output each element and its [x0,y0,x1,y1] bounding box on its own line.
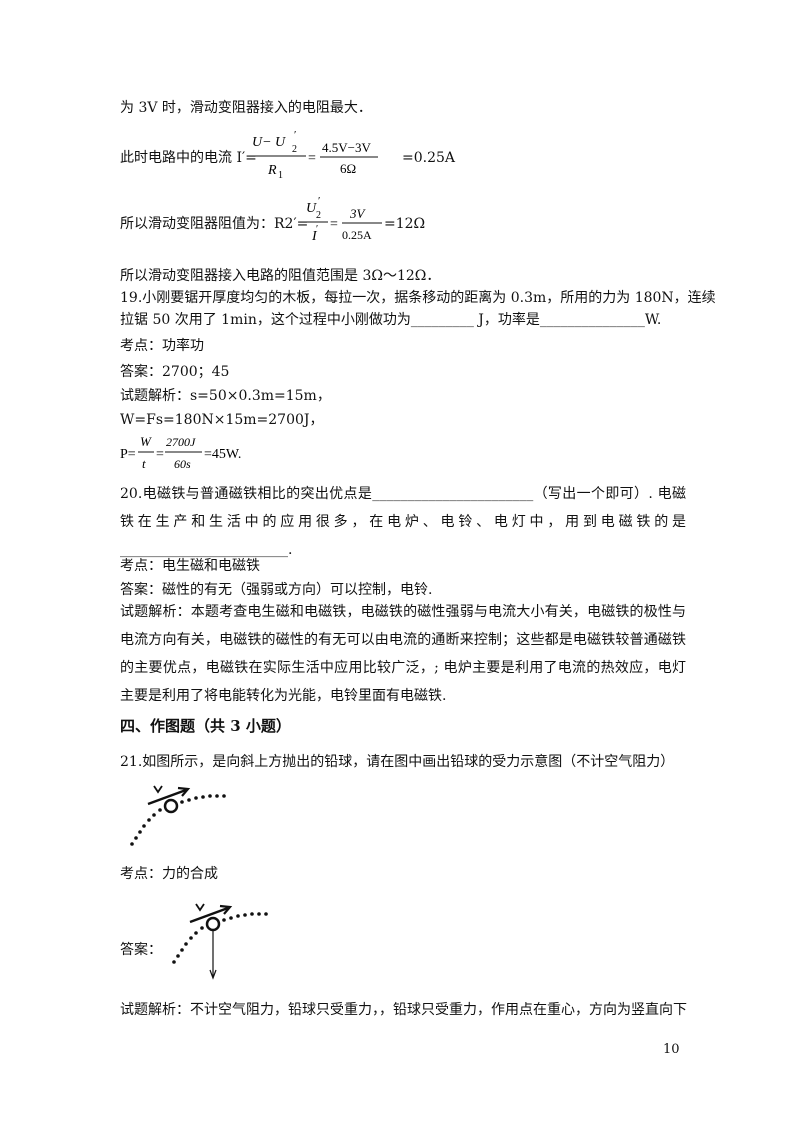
formula-sub: 2 [316,210,321,221]
velocity-label-v [195,903,205,912]
velocity-label-v [153,785,163,794]
formula-den: 0.25A [342,228,372,242]
velocity-arrow [147,788,187,806]
velocity-arrow [189,906,229,924]
formula-num: 2700J [166,435,196,449]
formula-sub: 1 [278,170,283,181]
resistance-formula-prefix: 所以滑动变阻器阻值为：R2′= [120,216,309,232]
power-formula: P= W t = 2700J 60s =45W. [120,434,241,471]
question-21-answer-label: 答案： [120,942,162,958]
question-19-text: 19.小刚要锯开厚度均匀的木板，每拉一次，据条移动的距离为 0.3m，所用的力为… [120,290,716,306]
text-line: 为 3V 时，滑动变阻器接入的电阻最大． [120,100,372,116]
trajectory-dots [130,794,226,846]
svg-text:=: = [308,151,316,166]
resistance-formula: U 2 ′ I ′ = 3V 0.25A [304,195,382,244]
formula-num: 3V [349,206,367,221]
shot-put-answer-figure [172,903,268,980]
formula-sup: ′ [316,224,318,235]
formula-num: W [140,434,152,449]
current-formula-suffix: =0.25A [402,150,456,166]
question-21-analysis: 试题解析：不计空气阻力，铅球只受重力，，铅球只受重力，作用点在重心，方向为竖直向… [120,1002,687,1018]
question-20-text: 20.电磁铁与普通磁铁相比的突出优点是_____________________… [120,486,686,558]
current-formula-prefix: 此时电路中的电流 I′= [120,150,257,166]
current-formula: U− U 2 ′ R 1 = 4.5V−3V 6Ω [250,129,378,181]
page-number: 10 [663,1042,680,1057]
formula-sup: ′ [294,129,296,141]
formula-sub: 2 [292,144,297,155]
formula-den: t [142,456,146,471]
question-21-kaodian: 考点：力的合成 [120,866,218,882]
formula-den: I [311,229,318,244]
question-20-kaodian: 考点：电生磁和电磁铁 [120,558,260,574]
question-20-analysis: 试题解析：本题考查电生磁和电磁铁，电磁铁的磁性强弱与电流大小有关，电磁铁的极性与… [120,604,686,704]
question-20-answer: 答案：磁性的有无（强弱或方向）可以控制，电铃. [120,582,433,598]
question-19-text-2: 拉锯 50 次用了 1min，这个过程中小刚做功为_________ J，功率是… [120,312,662,328]
svg-text:=: = [330,217,338,232]
formula-num: U− U [252,135,286,150]
shot-put-ball [163,798,179,814]
trajectory-dots [172,912,268,964]
formula-sup: ′ [318,195,320,207]
shot-put-ball [205,916,221,932]
question-19-analysis: 试题解析：s=50×0.3m=15m， [120,388,331,404]
svg-text:=: = [156,447,164,462]
formula-suffix: =45W. [204,447,241,462]
resistance-formula-suffix: =12Ω [384,216,426,232]
formula-den: 6Ω [340,161,356,176]
formula-den: 60s [174,457,191,471]
formula-num: 4.5V−3V [322,140,371,155]
question-19-answer: 答案：2700；45 [120,364,230,380]
question-19-kaodian: 考点：功率功 [120,338,204,354]
shot-put-figure [130,785,226,846]
formula-den: R [267,163,277,178]
formula-prefix: P= [120,447,136,462]
question-21-text: 21.如图所示，是向斜上方抛出的铅球，请在图中画出铅球的受力示意图（不计空气阻力… [120,754,675,770]
question-19-analysis-2: W=Fs=180N×15m=2700J， [120,412,324,428]
text-line: 所以滑动变阻器接入电路的阻值范围是 3Ω～12Ω． [120,268,441,284]
formula-num: U [306,201,317,216]
section-heading: 四、作图题（共 3 小题） [120,717,291,735]
